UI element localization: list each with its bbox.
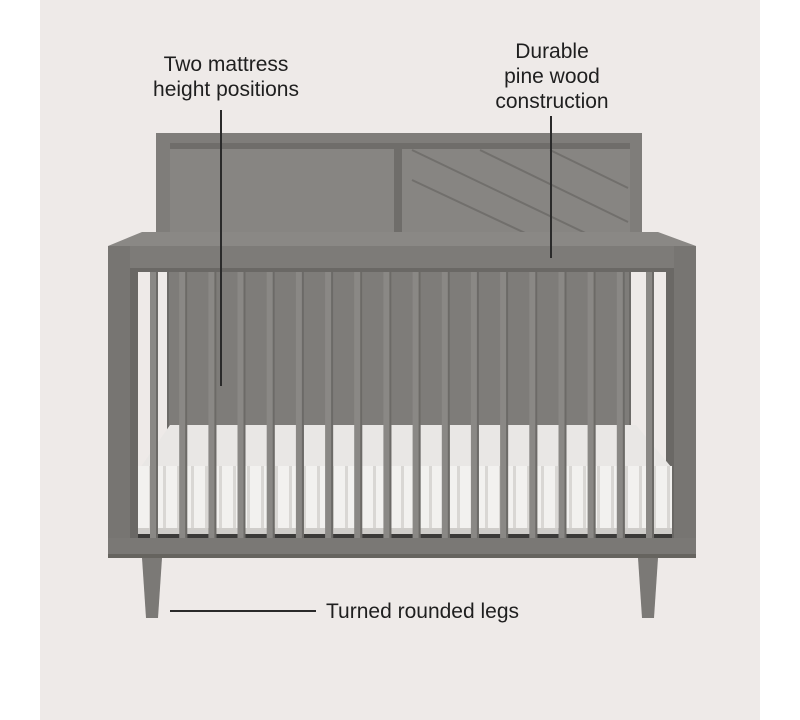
crib-slat <box>646 272 654 538</box>
callout-mattress-height: Two mattress height positions <box>126 52 326 102</box>
crib-slat-shadow <box>652 272 654 538</box>
callout-leader-lines <box>170 110 552 612</box>
crib-slat-shadow <box>156 272 158 538</box>
crib-top-rail <box>108 232 696 272</box>
crib-slat-shadow <box>622 272 625 538</box>
crib-slat-shadow <box>564 272 567 538</box>
crib-bottom-rail <box>108 538 696 558</box>
crib-slat <box>616 272 625 538</box>
crib-slat <box>558 272 567 538</box>
crib-slat <box>529 272 538 538</box>
crib-slat <box>266 272 275 538</box>
crib-slat <box>325 272 334 538</box>
crib-slat-shadow <box>593 272 596 538</box>
crib-slat-shadow <box>389 272 392 538</box>
crib-illustration <box>108 110 696 618</box>
crib-slat-shadow <box>360 272 363 538</box>
crib-slat-shadow <box>418 272 421 538</box>
crib-slats <box>150 272 654 538</box>
callout-pine-wood-line1: Durable <box>515 40 589 63</box>
crib-legs <box>142 558 658 618</box>
crib-slat <box>150 272 158 538</box>
crib-slat <box>500 272 509 538</box>
callout-mattress-height-line1: Two mattress <box>163 53 289 76</box>
crib-slat <box>179 272 188 538</box>
callout-pine-wood-line3: construction <box>495 90 609 113</box>
callout-legs: Turned rounded legs <box>326 599 566 624</box>
crib-slat-shadow <box>535 272 538 538</box>
crib-slat <box>237 272 246 538</box>
crib-slat-shadow <box>272 272 275 538</box>
crib-slat-shadow <box>331 272 334 538</box>
product-image-canvas: Two mattress height positions Durable pi… <box>40 0 760 720</box>
callout-pine-wood-line2: pine wood <box>504 65 600 88</box>
crib-slat-shadow <box>214 272 217 538</box>
callout-pine-wood: Durable pine wood construction <box>472 39 632 114</box>
crib-slat-shadow <box>301 272 304 538</box>
crib-slat-shadow <box>243 272 246 538</box>
crib-slat <box>587 272 596 538</box>
crib-slat-shadow <box>476 272 479 538</box>
crib-slat <box>383 272 392 538</box>
callout-mattress-height-line2: height positions <box>153 78 299 101</box>
crib-slat <box>354 272 363 538</box>
callout-legs-text: Turned rounded legs <box>326 600 520 623</box>
crib-slat <box>412 272 421 538</box>
crib-slat-shadow <box>185 272 188 538</box>
crib-side-posts <box>108 246 696 558</box>
crib-slat <box>208 272 217 538</box>
crib-slat <box>470 272 479 538</box>
crib-slat <box>441 272 450 538</box>
crib-slat-shadow <box>447 272 450 538</box>
crib-slat <box>295 272 304 538</box>
crib-slat-shadow <box>506 272 509 538</box>
